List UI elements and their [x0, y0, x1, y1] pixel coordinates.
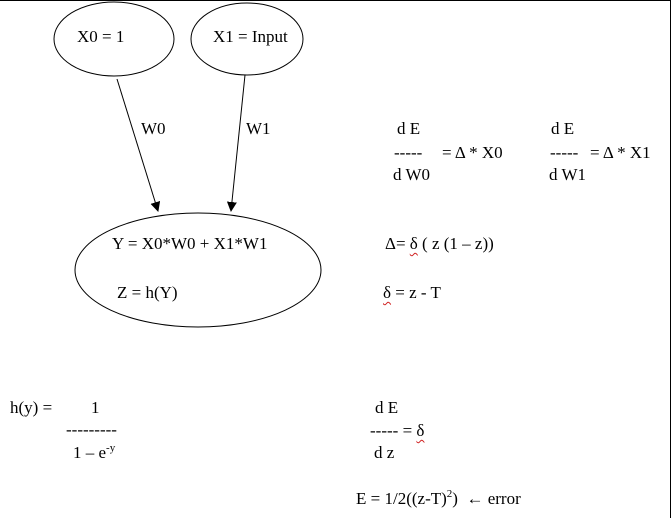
delta-small-rhs: = z - T [395, 283, 441, 302]
node-activation-equation: Z = h(Y) [117, 283, 178, 302]
activation-fraction-bar: --------- [66, 420, 117, 439]
activation-lhs: h(y) = [10, 398, 53, 417]
node-x1-ellipse [190, 2, 304, 76]
activation-denominator: 1 – e-y [73, 442, 116, 463]
gradient-w1-rhs: = Δ * X1 [590, 143, 651, 162]
error-gradient-fraction-bar: ----- [370, 421, 399, 440]
delta-small-symbol: δ [383, 283, 392, 302]
edge-w1-arrow [226, 74, 246, 212]
error-gradient-equals: = [402, 421, 413, 440]
node-sum-ellipse [74, 212, 322, 328]
error-gradient-line: ----- = δ [370, 421, 424, 441]
error-definition-close: ) [452, 489, 458, 508]
error-gradient-denominator: d z [374, 443, 395, 462]
gradient-w1-fraction-bar: ----- [550, 143, 579, 162]
gradient-w0-denominator: d W0 [393, 165, 430, 184]
activation-numerator: 1 [91, 398, 100, 417]
node-x1-label: X1 = Input [213, 27, 288, 46]
gradient-w0-numerator: d E [397, 119, 421, 138]
delta-capital-symbol: Δ [385, 234, 396, 253]
node-sum-equation: Y = X0*W0 + X1*W1 [112, 234, 268, 253]
error-definition-formula: E = 1/2((z-T)2) ← error [356, 489, 521, 509]
gradient-w1-numerator: d E [551, 119, 575, 138]
gradient-w0-rhs: = Δ * X0 [442, 143, 503, 162]
delta-capital-rhs: ( z (1 – z)) [422, 234, 494, 253]
error-definition-lhs: E = 1/2((z-T) [356, 489, 447, 508]
error-definition-exponent: 2 [446, 488, 453, 500]
edge-w1-label: W1 [246, 119, 271, 138]
error-annotation: ← error [466, 489, 521, 508]
delta-small-formula: δ = z - T [383, 283, 441, 303]
edge-w0-arrow [116, 78, 161, 212]
delta-capital-equals: = [395, 234, 406, 253]
gradient-w1-denominator: d W1 [549, 165, 586, 184]
error-gradient-delta: δ [416, 421, 425, 440]
activation-exponent: -y [106, 442, 116, 454]
delta-small-symbol: δ [409, 234, 418, 253]
delta-capital-formula: Δ= δ ( z (1 – z)) [385, 234, 494, 254]
edge-w0-label: W0 [141, 119, 166, 138]
gradient-w0-fraction-bar: ----- [394, 143, 423, 162]
node-x0-ellipse [53, 1, 175, 77]
node-x0-label: X0 = 1 [77, 27, 125, 46]
error-gradient-numerator: d E [375, 398, 399, 417]
